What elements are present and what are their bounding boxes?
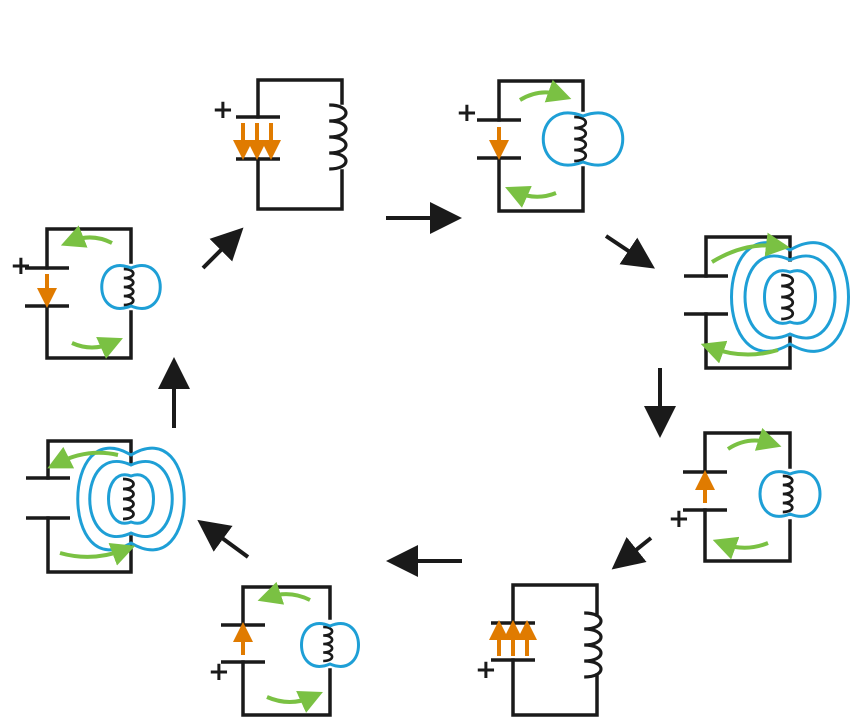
green-curved-arrow-icon bbox=[71, 336, 123, 359]
magnetic-field bbox=[758, 470, 822, 518]
magnetic-field bbox=[541, 111, 625, 167]
cycle-arrow-icon bbox=[201, 227, 244, 270]
circuit-stage-4: + bbox=[668, 427, 822, 563]
inductor-coil bbox=[327, 103, 348, 171]
magnetic-field bbox=[300, 622, 360, 668]
green-curved-arrow-icon bbox=[712, 536, 769, 560]
green-curved-arrow-icon bbox=[257, 581, 311, 605]
plus-sign: + bbox=[208, 657, 230, 687]
green-curved-arrow-icon bbox=[505, 185, 557, 208]
circuit-stage-5: + bbox=[475, 583, 603, 717]
plus-sign: + bbox=[475, 655, 497, 685]
magnetic-field bbox=[100, 264, 162, 310]
cycle-arrows bbox=[158, 202, 676, 577]
circuit-stage-7 bbox=[26, 439, 186, 574]
magnetic-field bbox=[730, 241, 850, 353]
cycle-arrow-icon bbox=[197, 519, 250, 559]
circuit-stage-1: + bbox=[212, 78, 348, 211]
inductor-coil bbox=[781, 474, 794, 514]
blue-field-loop-icon bbox=[758, 470, 822, 518]
inductor-coil bbox=[122, 267, 135, 307]
green-curved-arrow-icon bbox=[266, 691, 323, 713]
green-curved-arrow-icon bbox=[726, 427, 782, 451]
cycle-arrow-icon bbox=[604, 234, 655, 269]
blue-field-loop-icon bbox=[88, 460, 174, 538]
green-curved-arrow-icon bbox=[710, 232, 790, 264]
green-curved-arrow-icon bbox=[518, 79, 572, 103]
blue-field-loop-icon bbox=[763, 269, 817, 325]
blue-field-loop-icon bbox=[300, 622, 360, 668]
blue-field-loop-icon bbox=[730, 241, 850, 353]
charge-arrows bbox=[233, 123, 281, 160]
plus-sign: + bbox=[212, 95, 234, 125]
charge-arrows bbox=[489, 620, 537, 656]
cycle-arrow-icon bbox=[611, 536, 653, 570]
circuit-stage-8: + bbox=[10, 225, 162, 360]
circuit-stage-6: + bbox=[208, 581, 360, 717]
magnetic-field bbox=[76, 446, 186, 552]
plus-sign: + bbox=[456, 98, 478, 128]
inductor-coil bbox=[779, 273, 795, 321]
green-curved-arrow-icon bbox=[60, 225, 113, 248]
blue-field-loop-icon bbox=[100, 264, 162, 310]
plus-sign: + bbox=[10, 251, 32, 281]
blue-field-loop-icon bbox=[541, 111, 625, 167]
green-curved-arrow-icon bbox=[59, 542, 136, 566]
inductor-coil bbox=[121, 477, 135, 521]
inductor-coil bbox=[582, 611, 603, 679]
plus-sign: + bbox=[668, 504, 690, 534]
blue-field-loop-icon bbox=[107, 473, 155, 525]
inductor-coil bbox=[572, 115, 588, 163]
green-curved-arrow-icon bbox=[700, 340, 779, 364]
circuit-stage-3 bbox=[684, 232, 850, 370]
blue-field-loop-icon bbox=[743, 254, 837, 340]
circuit-stage-2: + bbox=[456, 79, 625, 213]
inductor-coil bbox=[321, 625, 334, 663]
green-curved-arrow-icon bbox=[47, 446, 119, 469]
